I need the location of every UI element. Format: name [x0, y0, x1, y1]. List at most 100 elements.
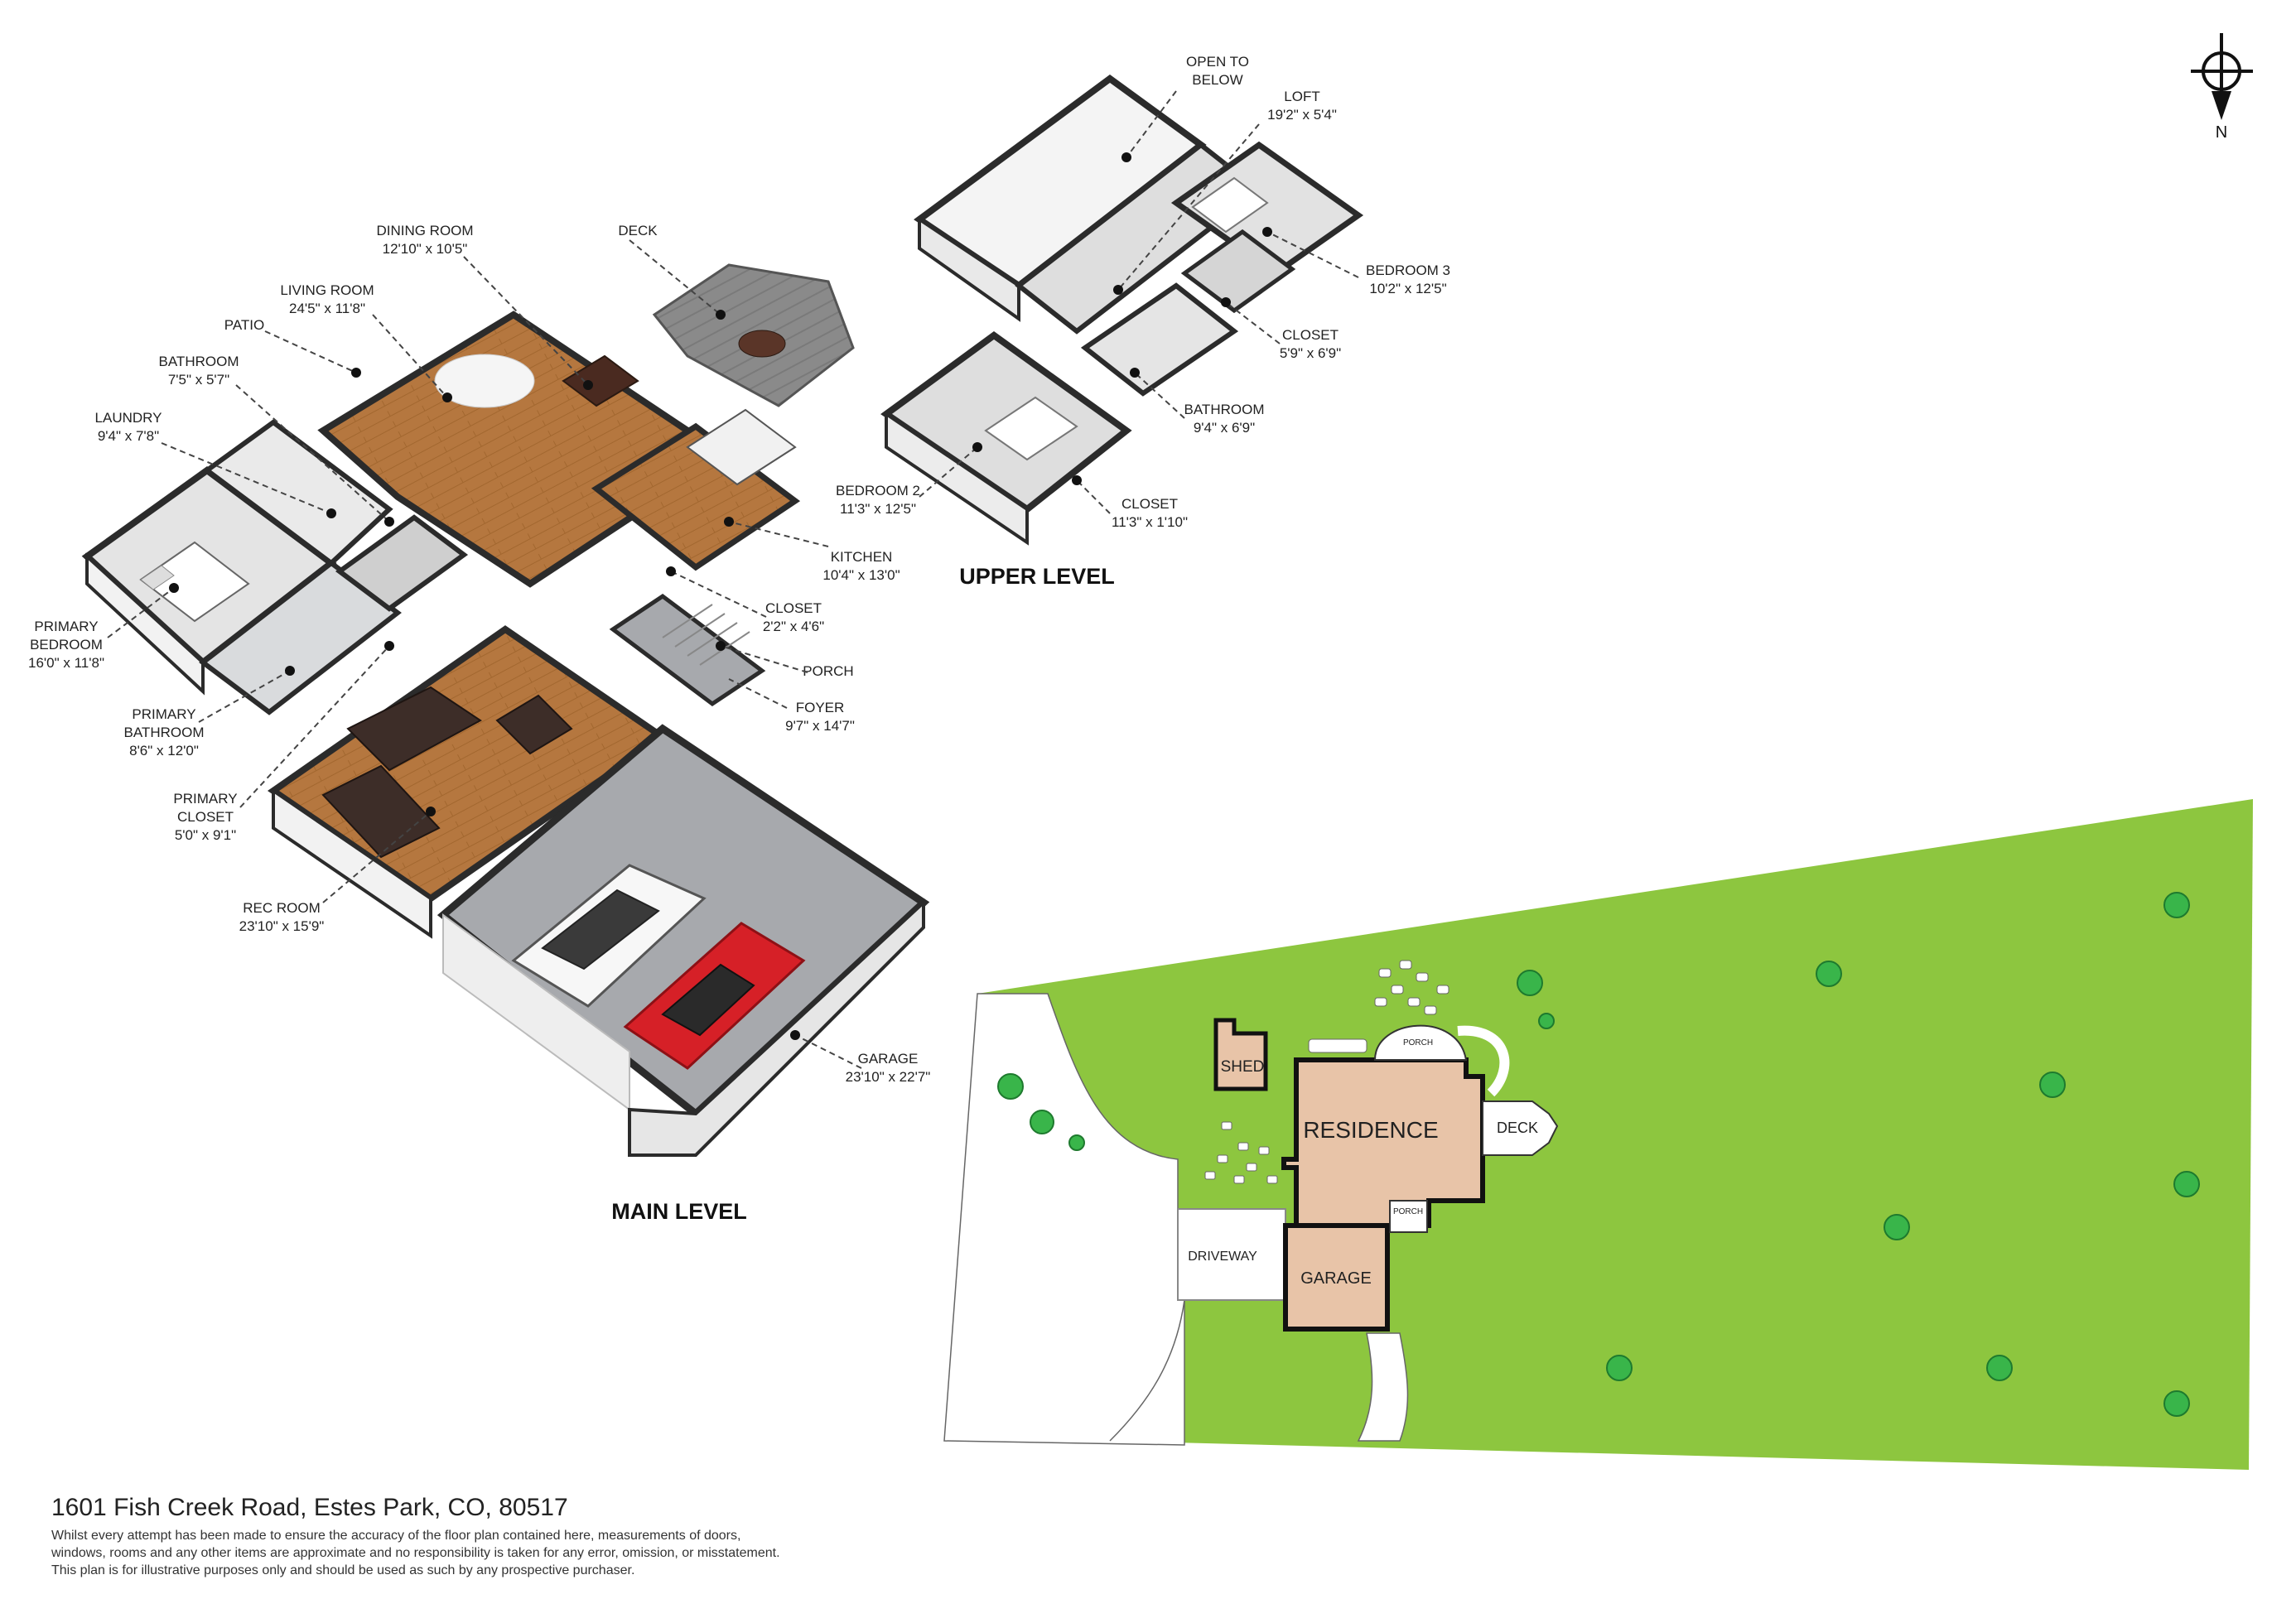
laundry-label: LAUNDRY	[95, 410, 162, 426]
tree-icon	[1030, 1110, 1054, 1134]
tree-icon	[1517, 970, 1543, 996]
closet-up-label: CLOSET	[1282, 327, 1339, 343]
open-to-label-2: BELOW	[1192, 72, 1242, 88]
bed-2-icon	[984, 396, 1078, 461]
rec-room-label: REC ROOM	[243, 900, 321, 916]
tree-icon	[1606, 1355, 1633, 1381]
bathroom-up-dim: 9'4" x 6'9"	[1194, 420, 1255, 436]
dining-room-label: DINING ROOM	[376, 223, 473, 238]
red-car-icon	[623, 922, 806, 1070]
open-to-below-wall	[918, 216, 1020, 322]
foyer-dim: 9'7" x 14'7"	[785, 718, 855, 734]
main-level-leaders	[107, 239, 862, 1069]
primary-bedroom-label-2: BEDROOM	[30, 637, 103, 653]
tree-icon	[1068, 1134, 1085, 1151]
white-car-icon	[511, 864, 707, 1008]
laundry-floor	[202, 419, 393, 566]
residence-footprint	[1281, 1057, 1485, 1228]
kitchen-floor	[591, 422, 801, 571]
main-level-labels: DINING ROOM 12'10" x 10'5" DECK LIVING R…	[28, 223, 930, 1085]
main-level-plan	[81, 263, 930, 1157]
closet-up2-label: CLOSET	[1121, 496, 1178, 512]
primary-closet-label-2: CLOSET	[177, 809, 234, 825]
open-to-label: OPEN TO	[1186, 54, 1249, 70]
garage-dim: 23'10" x 22'7"	[846, 1069, 931, 1085]
upper-level-leaders	[919, 90, 1359, 514]
footer: 1601 Fish Creek Road, Estes Park, CO, 80…	[51, 1494, 1045, 1579]
upper-level-labels: OPEN TO BELOW LOFT 19'2" x 5'4" BEDROOM …	[836, 54, 1450, 530]
bed-icon	[139, 541, 250, 623]
primary-bathroom-label: PRIMARY	[132, 706, 195, 722]
dining-table-icon	[562, 354, 639, 407]
main-level-room-dots	[169, 310, 800, 1040]
pillow-icon	[140, 565, 175, 590]
bathroom-dim: 7'5" x 5'7"	[168, 372, 229, 388]
deck-site-label: DECK	[1497, 1120, 1538, 1136]
disclaimer-line-2: windows, rooms and any other items are a…	[51, 1546, 780, 1560]
driveway-area	[943, 993, 1185, 1446]
closet-up-floor	[1180, 229, 1296, 314]
living-room-dim: 24'5" x 11'8"	[289, 301, 365, 316]
primary-closet-dim: 5'0" x 9'1"	[175, 827, 236, 843]
laundry-dim: 9'4" x 7'8"	[98, 428, 159, 444]
living-room-label: LIVING ROOM	[280, 282, 374, 298]
primary-bedroom-wall	[85, 552, 205, 696]
primary-bathroom-dim: 8'6" x 12'0"	[129, 743, 199, 759]
loft-dim: 19'2" x 5'4"	[1267, 107, 1337, 123]
bedroom-3-label: BEDROOM 3	[1366, 262, 1450, 278]
sofa-icon-2	[495, 694, 573, 755]
loft-label: LOFT	[1284, 89, 1319, 104]
bathroom-label: BATHROOM	[159, 354, 239, 369]
deck-label: DECK	[618, 223, 658, 238]
tree-icon	[1538, 1013, 1555, 1029]
tree-icon	[2163, 892, 2190, 918]
site-plan: DRIVEWAY RESIDENCE GARAGE PORCH PORCH SH…	[943, 799, 2253, 1470]
tree-icon	[2163, 1390, 2190, 1417]
tree-icon	[1986, 1355, 2013, 1381]
top-porch	[1373, 1024, 1468, 1061]
primary-closet-floor	[335, 514, 469, 612]
shed-footprint	[1213, 1018, 1268, 1091]
patio-label: PATIO	[224, 317, 265, 333]
bed-3-icon	[1191, 176, 1269, 234]
porch-label: PORCH	[803, 663, 853, 679]
garage-wall-right	[628, 898, 925, 1157]
foyer-label: FOYER	[796, 700, 845, 715]
drive-path	[1109, 1299, 1185, 1442]
closet-label: CLOSET	[765, 600, 822, 616]
rug-icon	[434, 354, 535, 408]
closet-up2-dim: 11'3" x 1'10"	[1112, 514, 1188, 530]
disclaimer-line-3: This plan is for illustrative purposes o…	[51, 1563, 635, 1577]
shed-label: SHED	[1221, 1058, 1265, 1076]
property-address: 1601 Fish Creek Road, Estes Park, CO, 80…	[51, 1494, 568, 1521]
driveway-box	[1177, 1208, 1286, 1301]
tree-icon	[2173, 1171, 2200, 1197]
sofa-icon-3	[321, 764, 441, 859]
driveway-label: DRIVEWAY	[1188, 1250, 1257, 1264]
upper-level-title: UPPER LEVEL	[959, 564, 1115, 589]
bathroom-up-floor	[1080, 282, 1239, 397]
lawn	[944, 799, 2253, 1470]
primary-bedroom-dim: 16'0" x 11'8"	[28, 655, 104, 671]
garage-label: GARAGE	[858, 1051, 919, 1067]
upper-level-room-dots	[972, 152, 1272, 485]
dining-room-dim: 12'10" x 10'5"	[383, 241, 468, 257]
residence-label: RESIDENCE	[1303, 1117, 1438, 1143]
kitchen-counter-icon	[686, 408, 797, 486]
closet-dim: 2'2" x 4'6"	[763, 619, 824, 634]
main-level-title: MAIN LEVEL	[611, 1199, 747, 1224]
foyer-floor	[609, 593, 766, 707]
walkway-curve	[1457, 1025, 1510, 1097]
primary-closet-label: PRIMARY	[173, 791, 237, 807]
compass-north-label: N	[2216, 123, 2227, 142]
bedroom-3-dim: 10'2" x 12'5"	[1369, 281, 1446, 296]
deck-table-icon	[738, 330, 786, 358]
primary-bedroom-label: PRIMARY	[34, 619, 98, 634]
porch-top-label: PORCH	[1403, 1038, 1433, 1047]
stepping-stones	[1204, 960, 1449, 1184]
compass-icon: N	[2191, 33, 2253, 142]
kitchen-dim: 10'4" x 13'0"	[822, 567, 900, 583]
disclaimer-line-1: Whilst every attempt has been made to en…	[51, 1529, 741, 1543]
primary-bathroom-label-2: BATHROOM	[124, 725, 205, 740]
